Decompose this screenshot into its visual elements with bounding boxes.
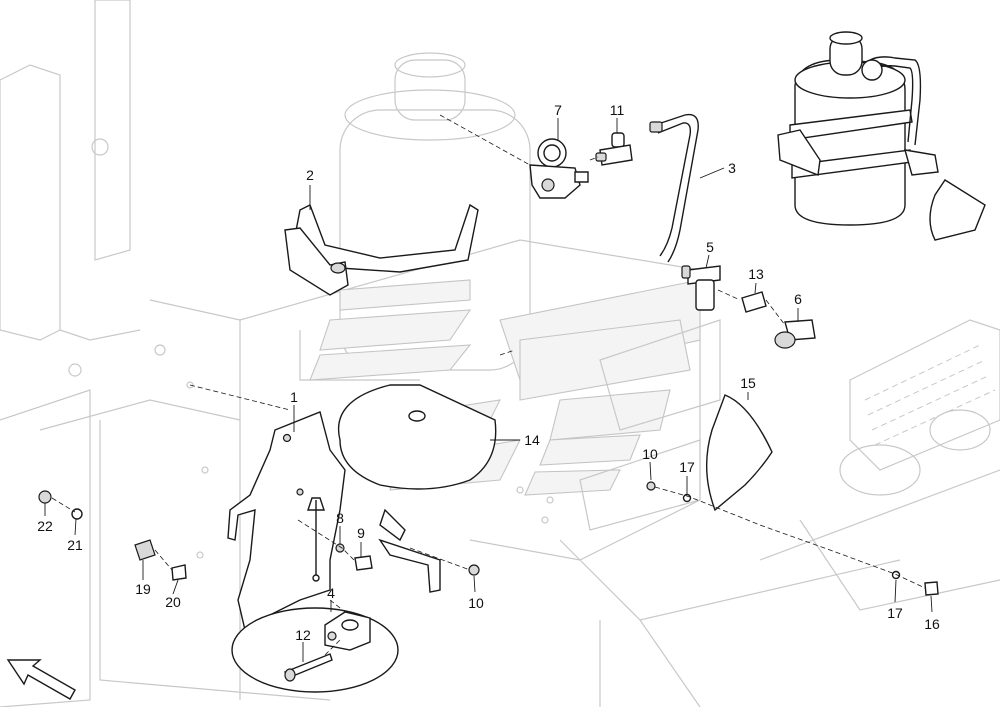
- callout-22: 22: [37, 518, 53, 534]
- part-6-valve-fitting: [774, 319, 816, 349]
- callout-11: 11: [610, 102, 625, 118]
- part-12-bolt: [284, 653, 333, 682]
- callout-4: 4: [327, 585, 335, 601]
- callout-21: 21: [67, 537, 83, 553]
- part-10-nut-upper: [646, 481, 656, 491]
- callout-8: 8: [336, 510, 344, 526]
- part-13-nipple: [741, 291, 767, 313]
- fasteners: [38, 481, 939, 596]
- callout-3: 3: [728, 160, 736, 176]
- leader-lines: [44, 118, 933, 662]
- part-19-bushing: [134, 539, 156, 561]
- assembly-lines: [51, 114, 926, 656]
- part-9-screw: [354, 555, 373, 571]
- part-14-plate: [338, 384, 497, 490]
- callout-13: 13: [748, 266, 764, 282]
- part-11-tee-fitting: [595, 132, 633, 166]
- part-5-filter: [681, 265, 721, 311]
- callout-16: 16: [924, 616, 940, 632]
- callout-5: 5: [706, 239, 714, 255]
- callout-10-lower: 10: [468, 595, 484, 611]
- callout-17-upper: 17: [679, 459, 695, 475]
- callout-9: 9: [357, 525, 365, 541]
- callout-2: 2: [306, 167, 314, 183]
- callout-19: 19: [135, 581, 151, 597]
- callout-15: 15: [740, 375, 756, 391]
- part-7-regulator: [529, 138, 589, 199]
- callout-12: 12: [295, 627, 311, 643]
- part-10-nut-lower: [468, 564, 480, 576]
- callout-1: 1: [290, 389, 298, 405]
- part-2-strap: [284, 203, 479, 296]
- part-17-washer-upper: [682, 493, 692, 503]
- callout-17-lower: 17: [887, 605, 903, 621]
- part-1-cable: [307, 497, 325, 575]
- callout-7: 7: [554, 102, 562, 118]
- callout-6: 6: [794, 291, 802, 307]
- part-22-washer: [38, 490, 52, 504]
- assembled-cylinder: [777, 31, 986, 241]
- part-15-cover: [706, 394, 773, 512]
- callout-14: 14: [524, 432, 540, 448]
- part-20-screw: [171, 564, 187, 581]
- part-16-screw: [924, 581, 939, 596]
- callout-10-upper: 10: [642, 446, 658, 462]
- direction-arrow: [6, 659, 76, 700]
- part-8-washer: [335, 543, 345, 553]
- part-21-nut: [71, 508, 83, 520]
- callout-labels: 1 2 3 4 5 6 7 8 9 10 10 11 12 13 14 15 1…: [37, 102, 940, 643]
- part-3-hose: [649, 113, 699, 263]
- part-17-washer-lower: [891, 570, 901, 580]
- callout-20: 20: [165, 594, 181, 610]
